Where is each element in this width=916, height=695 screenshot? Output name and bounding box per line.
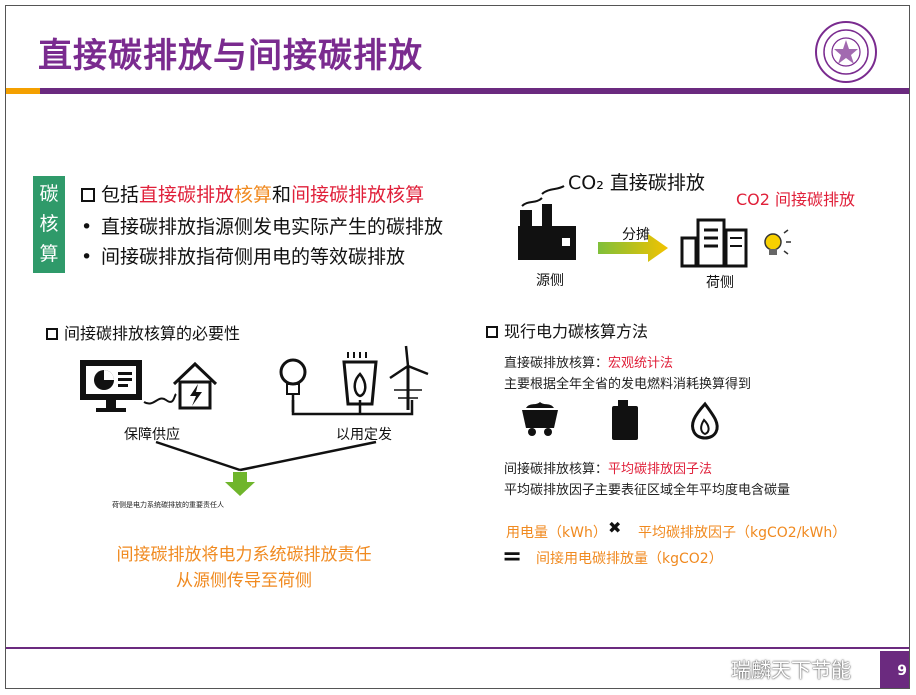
- converging-lines: [155, 440, 377, 472]
- slide-title: 直接碳排放与间接碳排放: [38, 36, 423, 76]
- formula-result: 间接用电碳排放量（kgCO2）: [536, 551, 723, 567]
- footer-rule: [6, 647, 909, 649]
- allocate-label: 分摊: [622, 227, 650, 243]
- indirect-accounting-desc: 平均碳排放因子主要表征区域全年平均度电含碳量: [504, 483, 791, 498]
- supply-label: 保障供应: [124, 427, 180, 443]
- cable-line: [143, 393, 177, 405]
- header-rule-accent: [6, 88, 40, 94]
- house-power-icon: [172, 361, 218, 410]
- coal-cart-icon: [522, 402, 558, 436]
- indirect-accounting-line: 间接碳排放核算：平均碳排放因子法: [504, 462, 713, 477]
- computer-icon: [80, 360, 142, 412]
- allocate-arrow-icon: [598, 234, 668, 262]
- conclusion-line-2: 从源侧传导至荷侧: [176, 571, 312, 591]
- bullet-includes: 包括直接碳排放核算和间接碳排放核算: [81, 182, 424, 208]
- header-rule: [6, 88, 909, 94]
- checkbox-square-icon: [81, 188, 95, 202]
- page-number: 9: [880, 651, 909, 688]
- use-label: 以用定发: [336, 427, 392, 443]
- conclusion-line-1: 间接碳排放将电力系统碳排放责任: [116, 545, 372, 565]
- bullet-indirect-definition: •间接碳排放指荷侧用电的等效碳排放: [81, 246, 406, 268]
- direct-accounting-line: 直接碳排放核算：宏观统计法: [504, 356, 674, 371]
- formula-emission-factor: 平均碳排放因子（kgCO2/kWh）: [638, 525, 847, 541]
- checkbox-square-icon: [46, 328, 58, 340]
- formula-electricity: 用电量（kWh）: [506, 525, 607, 541]
- bullet-dot-icon: •: [81, 246, 93, 268]
- wind-turbine-icon: [389, 345, 429, 410]
- gas-flame-icon: [690, 401, 719, 440]
- connector-lines: [291, 400, 414, 416]
- co2-direct-label: CO₂ 直接碳排放: [568, 172, 705, 194]
- necessity-heading: 间接碳排放核算的必要性: [46, 320, 240, 344]
- multiply-icon: ✖: [608, 518, 622, 537]
- carbon-accounting-tag: 碳 核 算: [33, 176, 65, 273]
- watermark-text: 瑞麟天下节能: [731, 658, 851, 682]
- methods-heading: 现行电力碳核算方法: [486, 318, 648, 342]
- direct-accounting-desc: 主要根据全年全省的发电燃料消耗换算得到: [504, 377, 752, 392]
- source-side-label: 源侧: [536, 273, 564, 289]
- down-arrow-icon: [225, 472, 255, 496]
- load-side-label: 荷侧: [706, 275, 734, 291]
- fuel-tank-icon: [612, 400, 638, 440]
- co2-indirect-label: CO2 间接碳排放: [736, 190, 856, 209]
- university-seal-logo: [815, 21, 877, 83]
- bullet-dot-icon: •: [81, 216, 93, 238]
- bullet-direct-definition: •直接碳排放指源侧发电实际产生的碳排放: [81, 216, 444, 238]
- buildings-icon: [680, 218, 748, 268]
- lightbulb-icon: [764, 229, 791, 255]
- equals-icon: =: [502, 542, 523, 570]
- factory-flame-icon: [342, 352, 378, 406]
- slide: 直接碳排放与间接碳排放 碳 核 算 包括直接碳排放核算和间接碳排放核算 •直接碳…: [5, 5, 910, 689]
- load-responsibility-note: 荷侧是电力系统碳排放的重要责任人: [112, 501, 224, 509]
- checkbox-square-icon: [486, 326, 498, 338]
- power-plant-icon: [518, 185, 576, 260]
